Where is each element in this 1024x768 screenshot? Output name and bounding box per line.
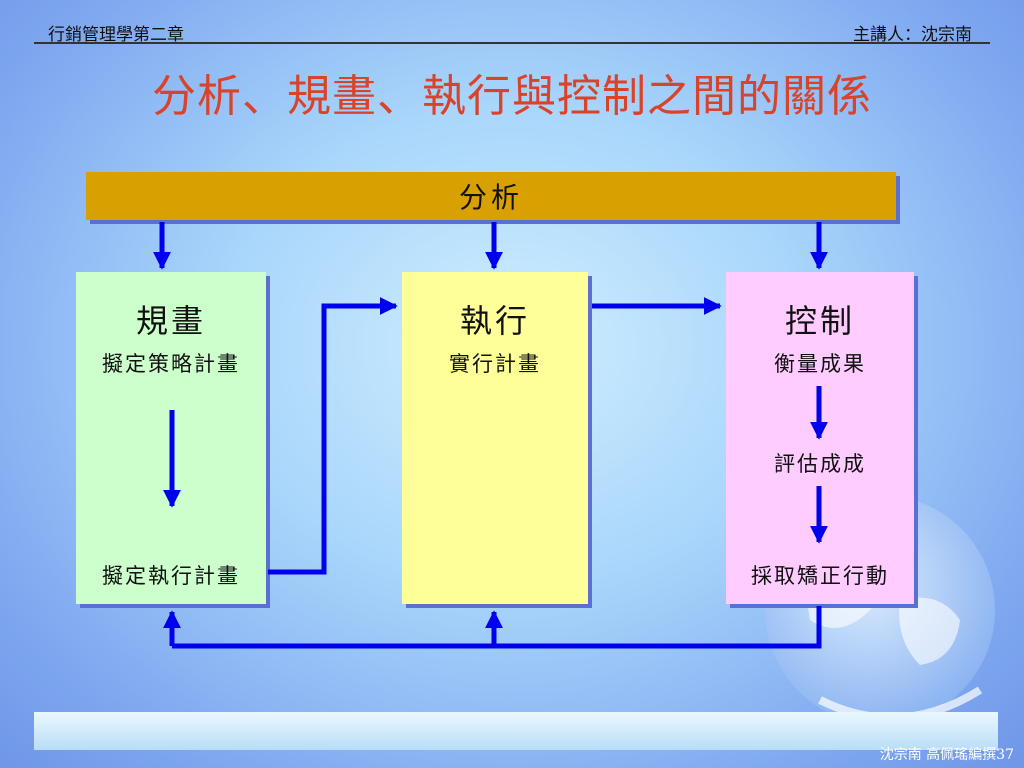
planning-heading: 規畫: [135, 302, 206, 340]
chapter-label: 行銷管理學第二章: [48, 25, 184, 45]
execution-heading: 執行: [459, 302, 530, 340]
footer-band: [34, 712, 998, 750]
analysis-bar: 分析: [86, 172, 896, 220]
footer-credit: 沈宗南 高佩瑤編撰37: [879, 747, 1014, 763]
arrow-plan-to-exec: [268, 297, 398, 575]
planning-execution-plan: 擬定執行計畫: [102, 564, 240, 588]
feedback-loop-line: [172, 606, 822, 649]
presenter-label: 主講人：沈宗南: [853, 25, 972, 45]
control-heading: 控制: [784, 302, 855, 340]
execution-implement-plan: 實行計畫: [449, 352, 541, 376]
execution-box: 執行 實行計畫: [402, 272, 588, 604]
control-evaluate-results: 評估成成: [774, 452, 866, 476]
control-measure-results: 衡量成果: [774, 352, 866, 376]
header-divider: [34, 42, 990, 44]
slide-title: 分析、規畫、執行與控制之間的關係: [152, 71, 872, 122]
planning-strategic-plan: 擬定策略計畫: [102, 352, 240, 376]
control-corrective-action: 採取矯正行動: [751, 564, 889, 588]
